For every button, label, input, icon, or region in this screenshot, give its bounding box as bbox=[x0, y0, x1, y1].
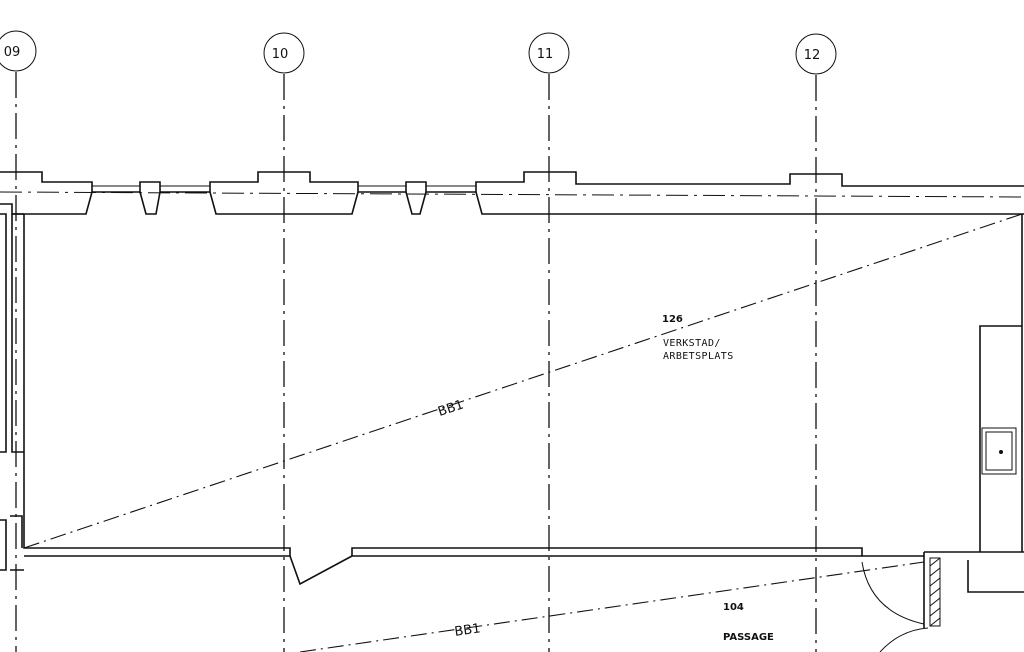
grid-label-09: 09 bbox=[4, 45, 21, 60]
grid-label-10: 10 bbox=[272, 47, 289, 62]
grid-bubble-11: 11 bbox=[528, 32, 570, 74]
section-label-upper: BB1 bbox=[436, 397, 466, 420]
room-number-126: 126 bbox=[662, 314, 683, 325]
grid-bubble-09: 09 bbox=[0, 30, 37, 72]
grid-bubble-12: 12 bbox=[795, 33, 837, 75]
grid-label-11: 11 bbox=[537, 47, 554, 62]
room-name-126-line1: VERKSTAD/ bbox=[663, 338, 721, 349]
door-swing-icon bbox=[861, 561, 929, 652]
section-line-bb1-upper bbox=[23, 213, 1023, 549]
section-label-lower: BB1 bbox=[454, 621, 482, 639]
room-number-104: 104 bbox=[723, 602, 744, 613]
grid-label-12: 12 bbox=[804, 48, 821, 63]
section-line-bb1-lower bbox=[299, 561, 925, 652]
passage-walls bbox=[862, 551, 1024, 628]
grid-bubble-10: 10 bbox=[263, 32, 305, 74]
room-126-walls bbox=[0, 213, 1023, 586]
room-name-126-line2: ARBETSPLATS bbox=[663, 351, 734, 362]
sink-icon bbox=[981, 427, 1017, 475]
exterior-wall bbox=[0, 171, 1024, 215]
counter bbox=[979, 325, 1022, 552]
room-name-104: PASSAGE bbox=[723, 632, 774, 643]
